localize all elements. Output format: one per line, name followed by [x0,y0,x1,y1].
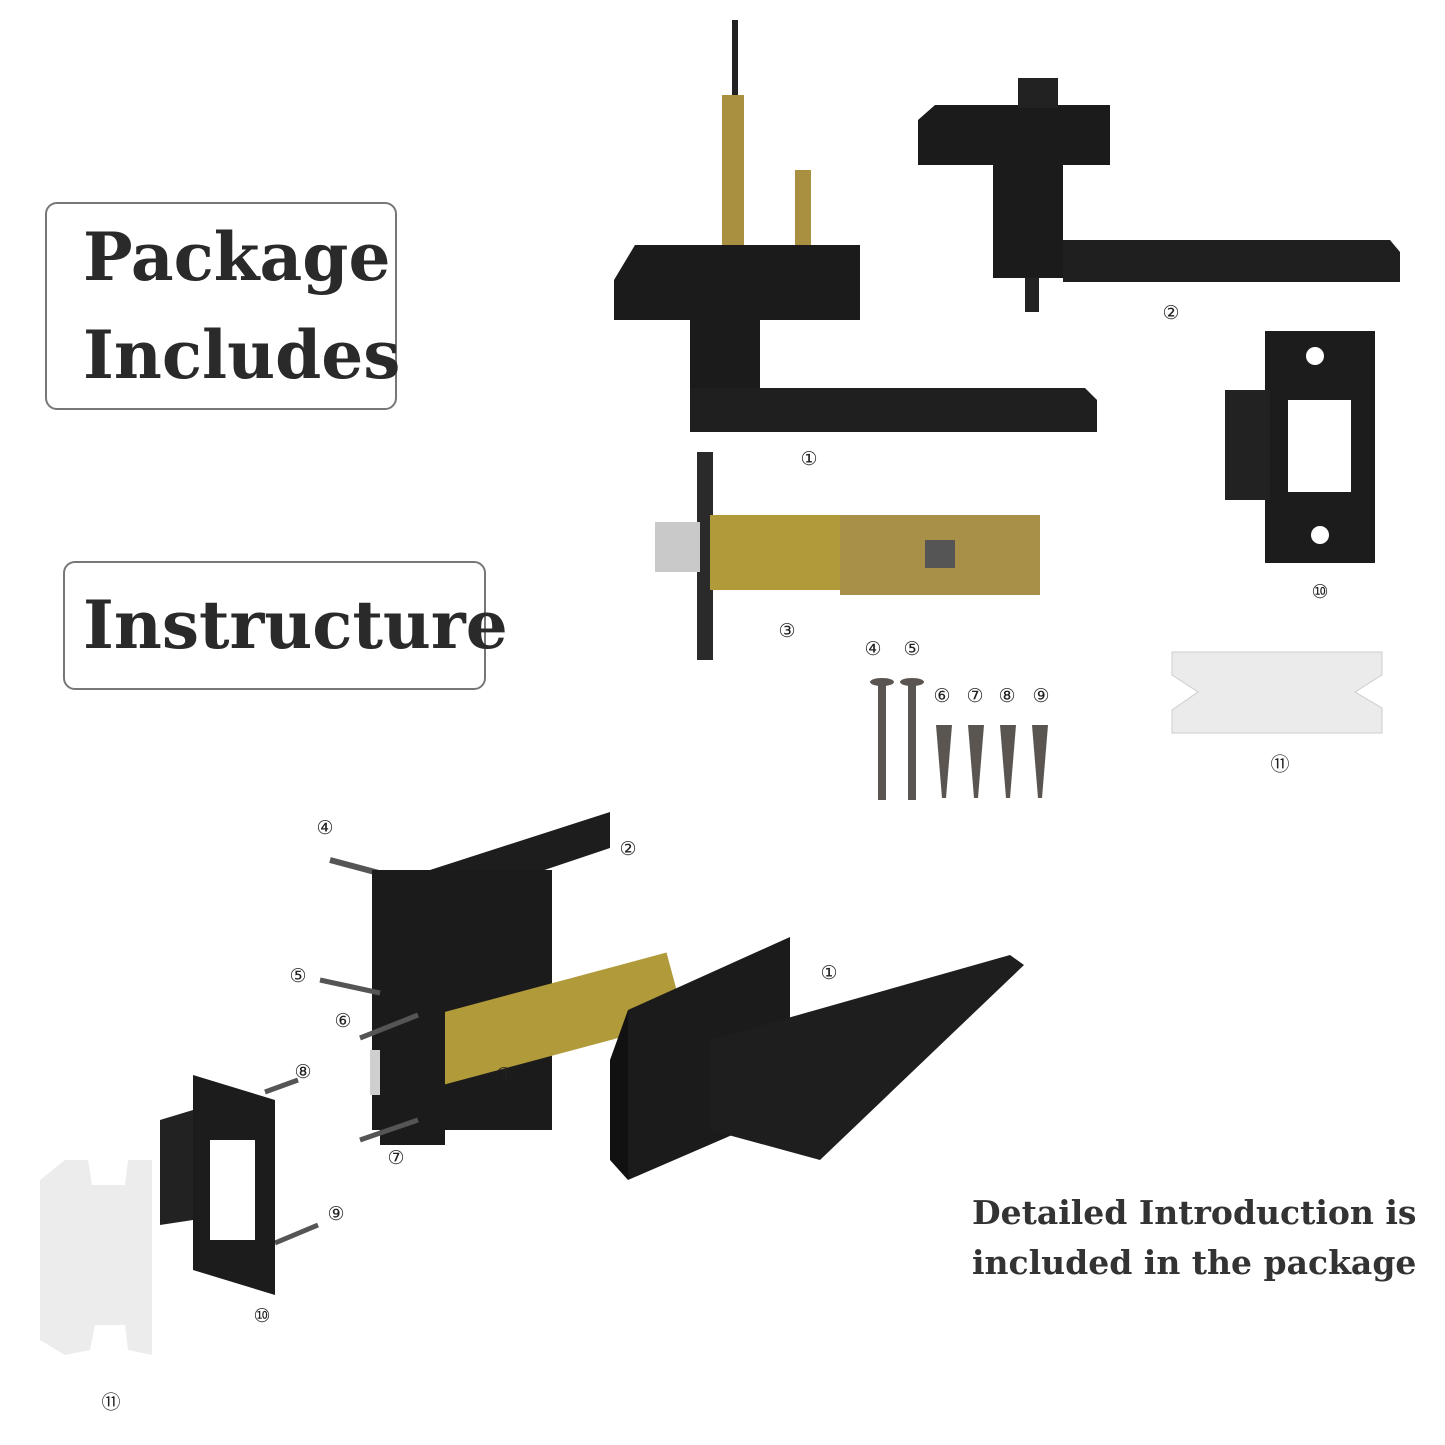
intro-line-2: included in the package [972,1243,1417,1282]
exploded-assembly [40,812,1024,1355]
screws [870,678,1048,800]
part-label: ⑩ [1311,581,1329,603]
part-label: ⑤ [289,965,307,987]
intro-note: Detailed Introduction is included in the… [972,1188,1417,1288]
strike-plate-10 [1225,331,1375,563]
part-label: ④ [864,638,882,660]
part-label: ⑦ [387,1147,405,1169]
part-label: ⑧ [294,1061,312,1083]
lever-handle-2 [918,78,1400,312]
part-label: ⑪ [101,1391,121,1414]
latch-3 [655,452,1040,660]
part-label: ④ [316,817,334,839]
part-label: ⑥ [933,685,951,707]
part-label: ⑩ [253,1305,271,1327]
plastic-insert-11 [1171,651,1383,734]
part-label: ⑧ [998,685,1016,707]
part-label: ⑤ [903,638,921,660]
heading-line-2: Includes [83,316,401,394]
part-label: ⑥ [334,1010,352,1032]
part-label: ③ [778,620,796,642]
heading-line-1: Package [83,218,391,296]
part-label: ① [820,962,838,984]
part-label: ② [1162,302,1180,324]
part-label: ⑨ [327,1203,345,1225]
package-includes-heading: Package Includes [45,202,401,410]
instructure-heading: Instructure [63,561,508,690]
part-label: ③ [495,1064,513,1086]
part-label: ② [619,838,637,860]
part-label: ⑪ [1270,753,1290,776]
intro-line-1: Detailed Introduction is [972,1193,1417,1232]
part-label: ⑦ [966,685,984,707]
part-label: ① [800,448,818,470]
part-label: ⑨ [1032,685,1050,707]
lever-handle-1 [614,20,1097,432]
